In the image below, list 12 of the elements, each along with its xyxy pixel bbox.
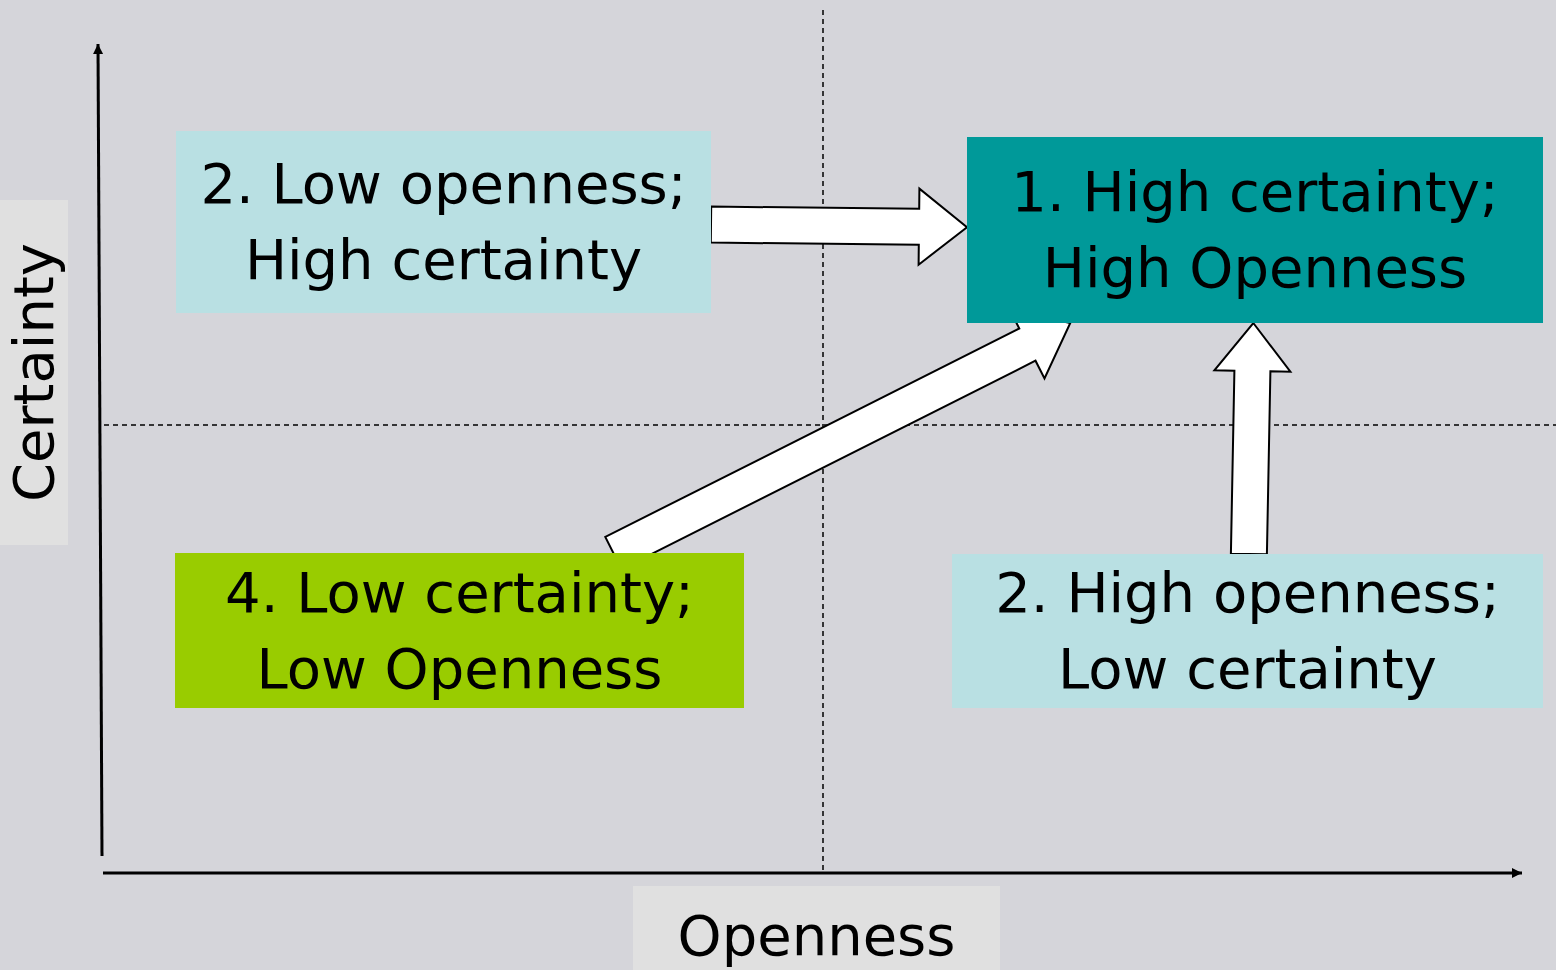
block-arrow — [1212, 321, 1293, 556]
axis-label: Certainty — [0, 200, 68, 545]
quadrant-label: 2. High openness; Low certainty — [994, 559, 1501, 703]
quadrant-box — [967, 137, 1543, 323]
quadrant-box — [175, 553, 744, 708]
quadrant-box — [952, 554, 1543, 708]
quadrant-label: 1. High certainty; High Openness — [1010, 158, 1500, 302]
quadrant-box — [176, 131, 711, 313]
quadrant-label: 2. Low openness; High certainty — [199, 150, 688, 294]
axis-label: Openness — [633, 886, 1000, 970]
quadrant-label: 4. Low certainty; Low Openness — [224, 558, 695, 703]
block-arrow — [709, 186, 969, 267]
